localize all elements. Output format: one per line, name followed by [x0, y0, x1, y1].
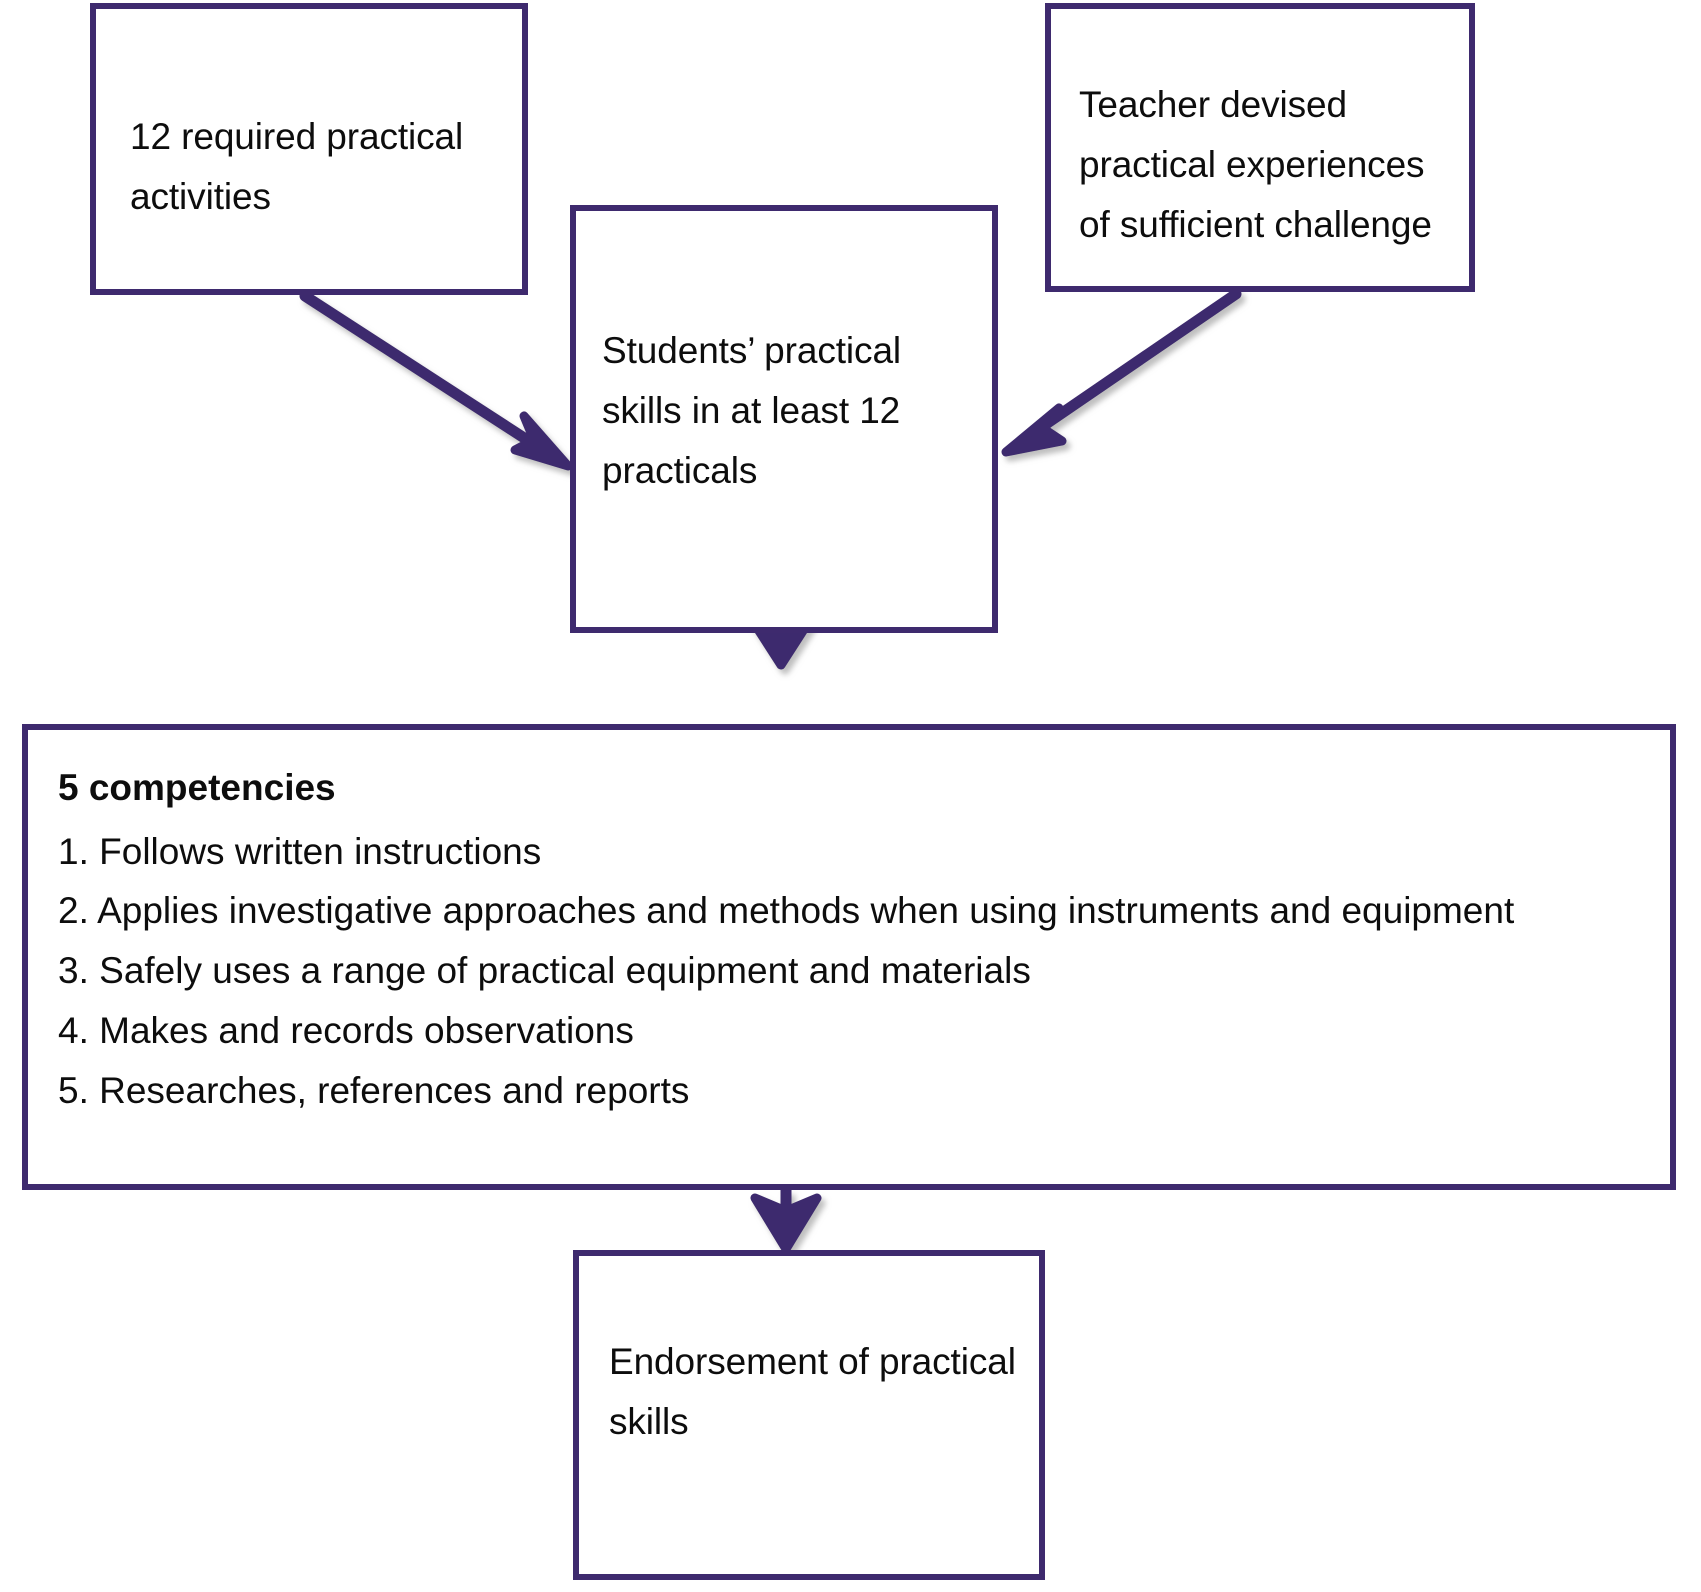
node-student-skills: Students’ practical skills in at least 1… — [570, 205, 998, 633]
node-endorsement: Endorsement of practical skills — [573, 1250, 1045, 1580]
arrow-teacher-devised-to-student-skills — [1001, 288, 1242, 457]
node-endorsement-label: Endorsement of practical skills — [609, 1341, 1016, 1442]
competency-list: 1. Follows written instructions 2. Applie… — [58, 822, 1650, 1122]
node-teacher-devised-label: Teacher devised practical experiences of… — [1079, 84, 1432, 245]
competencies-content: 5 competencies 1. Follows written instru… — [58, 760, 1650, 1121]
node-competencies: 5 competencies 1. Follows written instru… — [22, 724, 1676, 1190]
arrow-competencies-to-endorsement — [750, 1190, 822, 1254]
node-required-practicals: 12 required practical activities — [90, 3, 528, 295]
competencies-heading: 5 competencies — [58, 767, 336, 808]
competency-item: 5. Researches, references and reports — [58, 1070, 690, 1112]
competency-item: 4. Makes and records observations — [58, 1010, 634, 1052]
node-teacher-devised: Teacher devised practical experiences of… — [1045, 3, 1475, 292]
node-required-practicals-label: 12 required practical activities — [130, 116, 464, 217]
competency-item: 2. Applies investigative approaches and … — [58, 890, 1515, 932]
competency-item: 3. Safely uses a range of practical equi… — [58, 950, 1031, 992]
arrow-required-practicals-to-student-skills — [299, 290, 573, 471]
node-student-skills-label: Students’ practical skills in at least 1… — [602, 330, 902, 491]
competency-item: 1. Follows written instructions — [58, 830, 542, 872]
